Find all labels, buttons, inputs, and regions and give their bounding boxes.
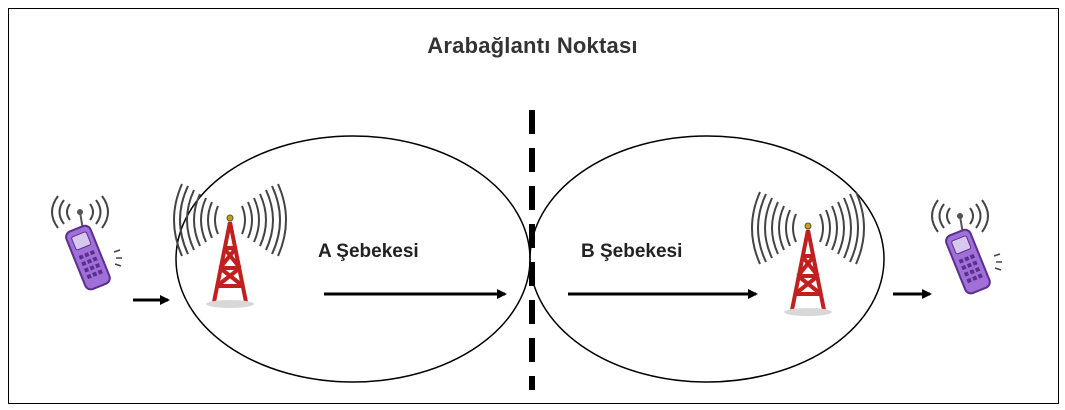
- diagram-title: Arabağlantı Noktası: [427, 33, 638, 58]
- tower-b-icon: [750, 190, 866, 318]
- phone-right-icon: [931, 199, 1003, 297]
- network-b-label: B Şebekesi: [581, 241, 683, 262]
- network-a-label: A Şebekesi: [318, 241, 419, 262]
- phone-left-icon: [51, 195, 123, 293]
- network-b-ellipse: [529, 135, 885, 383]
- tower-a-icon: [172, 182, 288, 310]
